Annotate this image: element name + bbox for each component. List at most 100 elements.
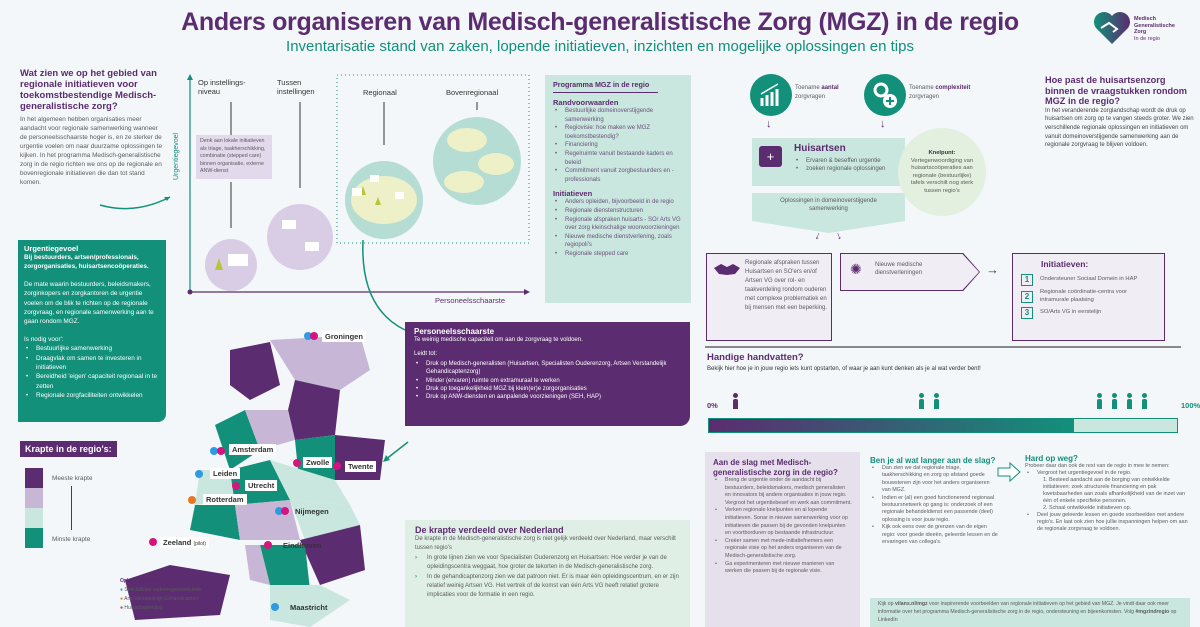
vilans-link[interactable]: vilans.nl/mgz <box>895 601 928 607</box>
lightbulb-icon: ✺ <box>850 261 862 277</box>
city-label[interactable]: Zwolle <box>303 457 333 468</box>
urgentie-subtitle: Bij bestuurders, artsen/professionals, z… <box>24 254 149 271</box>
verdeeld-body: De krapte in de Medisch-generalistische … <box>415 536 676 551</box>
initiatief-item: Regionale stepped care <box>553 250 683 259</box>
randvoorwaarde-item: Regelruimte vanuit bestaande kaders en b… <box>553 150 683 167</box>
text: Toename <box>909 85 936 91</box>
krapte-scale <box>25 468 43 548</box>
col2-item: Kijk ook eens over de grenzen van de eig… <box>870 524 998 546</box>
divider <box>705 346 1181 348</box>
hashtag-link[interactable]: #mgzindregio <box>1135 609 1170 615</box>
arrow-icon: ↓ <box>813 229 823 243</box>
number-badge: 2 <box>1021 290 1033 303</box>
afspraken-box: Regionale afspraken tussen Huisartsen en… <box>706 253 832 341</box>
randvoorwaarde-item: Financiering <box>553 141 683 150</box>
footer-box: Kijk op vilans.nl/mgz voor inspirerende … <box>870 598 1190 627</box>
initiatief-item: Nieuwe medische dienstverlening, zoals r… <box>553 233 683 250</box>
handvatten-title: Handige handvatten? <box>707 352 804 363</box>
centrum-marker <box>275 507 283 515</box>
urgentie-item: Regionale zorgfaciliteiten ontwikkelen <box>24 391 160 401</box>
person-icon <box>917 393 925 409</box>
page-subtitle: Inventarisatie stand van zaken, lopende … <box>286 38 914 55</box>
progress-end: 100% <box>1181 401 1200 410</box>
arrow-icon: ↓ <box>834 229 844 243</box>
centrum-marker <box>217 447 225 455</box>
city-label[interactable]: Twente <box>345 461 377 472</box>
y-axis-label: Urgentiegevoel <box>173 132 180 180</box>
text: op LinkedIn <box>878 609 1177 623</box>
city-name: Zeeland <box>163 538 192 547</box>
centra-legend: Opleidingscentra ● Specialisten oudereng… <box>120 578 202 611</box>
centrum-marker <box>264 541 272 549</box>
intro-section: Wat zien we op het gebied van regionale … <box>20 68 165 187</box>
legend-least: Minste krapte <box>52 536 91 543</box>
person-icon <box>731 393 739 409</box>
map-region <box>300 525 365 585</box>
city-label[interactable]: Nijmegen <box>295 507 329 516</box>
col3-title: Hard op weg? <box>1025 454 1078 463</box>
initiatief-item: Ondersteuner Sociaal Domein in HAP <box>1040 276 1138 283</box>
centrum-marker <box>293 459 301 467</box>
col2-title: Ben je al wat langer aan de slag? <box>870 456 996 465</box>
schaarste-subtitle: Te weinig medische capaciteit om aan de … <box>414 337 583 343</box>
city-label[interactable]: Eindhoven <box>283 541 322 550</box>
initiatief-item: Regionale coördinatie-centra voor intram… <box>1040 289 1128 303</box>
scale-swatch <box>25 528 43 548</box>
page-title: Anders organiseren van Medisch-generalis… <box>181 8 1019 36</box>
scale-swatch <box>25 468 43 488</box>
randvoorwaarde-item: Commitment vanuit zorgbestuurders en -pr… <box>553 167 683 184</box>
city-label[interactable]: Groningen <box>322 331 366 342</box>
knelpunt-title: Knelpunt: <box>928 150 956 156</box>
huisartsen-box: + Huisartsen Ervaren & beseffen urgentie… <box>752 138 905 186</box>
initiatief-item: Regionale afspraken huisarts - SO/ Arts … <box>553 216 683 233</box>
city-label[interactable]: Leiden <box>210 468 241 479</box>
knelpunt-text: Vertegenwoordiging van huisartscoöperati… <box>910 157 974 194</box>
map-region <box>270 460 350 505</box>
progress-bar <box>708 418 1178 433</box>
person-icon <box>932 393 940 409</box>
randvoorwaarden-title: Randvoorwaarden <box>553 98 619 107</box>
city-label[interactable]: Maastricht <box>290 603 328 612</box>
map-region <box>270 335 370 390</box>
initiatief-item: SO/Arts VG in eerstelijn <box>1040 309 1102 316</box>
col2-item: Indien er (al) een goed functionerend re… <box>870 495 998 525</box>
intro-title: Wat zien we op het gebied van regionale … <box>20 68 157 112</box>
arrow-icon <box>99 196 171 210</box>
legend-most: Meeste krapte <box>52 475 93 482</box>
schaarste-item: Druk op ANW-diensten en aanpalende voorz… <box>414 393 681 402</box>
nieuwe-text: Nieuwe medische dienstverleningen <box>875 262 923 276</box>
verdeeld-title: De krapte verdeeld over Nederland <box>415 525 564 535</box>
city-label[interactable]: Zeeland (pilot) <box>160 537 209 548</box>
initiatieven-title: Initiatieven: <box>1041 259 1089 269</box>
handvatten-subtitle: Bekijk hier hoe je in jouw regio iets ku… <box>707 366 981 372</box>
city-label[interactable]: Amsterdam <box>229 444 277 455</box>
urgentie-needed-label: Is nodig voor': <box>24 335 64 343</box>
verdeeld-item: In grote lijnen zien we voor Specialiste… <box>427 555 667 570</box>
person-icon <box>1140 393 1148 409</box>
city-label[interactable]: Utrecht <box>245 480 278 491</box>
col3-intro: Probeer daar dan ook de rest van de regi… <box>1025 463 1170 469</box>
verdeeld-item: In de gehandicaptenzorg zien we dat patr… <box>427 574 679 598</box>
progress-fill <box>709 419 1075 432</box>
text: Toename <box>795 85 822 91</box>
centra-label: Arts Verstandelijk Gehandicapten <box>124 596 199 602</box>
diagram-axes <box>187 74 530 295</box>
oplossingen-banner: Oplossingen in domeinoverstijgende samen… <box>752 193 905 233</box>
arrow-down-icon: ↓ <box>766 118 772 130</box>
level-note: Denk aan lokale initiatieven als triage,… <box>196 135 272 179</box>
person-icon <box>1125 393 1133 409</box>
city-label[interactable]: Rotterdam <box>203 494 247 505</box>
col1-item: Creëer samen met mede-initiatiefnemers e… <box>713 538 852 561</box>
initiatieven-title: Initiatieven <box>553 189 593 199</box>
text: voor inspirerende voorbeelden van region… <box>878 601 1169 615</box>
centrum-marker <box>333 462 341 470</box>
schaarste-leads-label: Leidt tot: <box>414 351 438 358</box>
initiatief-item: Anders opleiden, bijvoorbeeld in de regi… <box>553 198 683 207</box>
col3-subitem: 2. Schaal ontwikkelde initiatieven op. <box>1043 505 1132 511</box>
text: aantal <box>821 85 839 91</box>
urgentie-box: Urgentiegevoel Bij bestuurders, artsen/p… <box>18 240 166 422</box>
level-label: Op instellings-niveau <box>198 78 246 96</box>
centrum-marker <box>310 332 318 340</box>
centrum-marker <box>210 447 218 455</box>
